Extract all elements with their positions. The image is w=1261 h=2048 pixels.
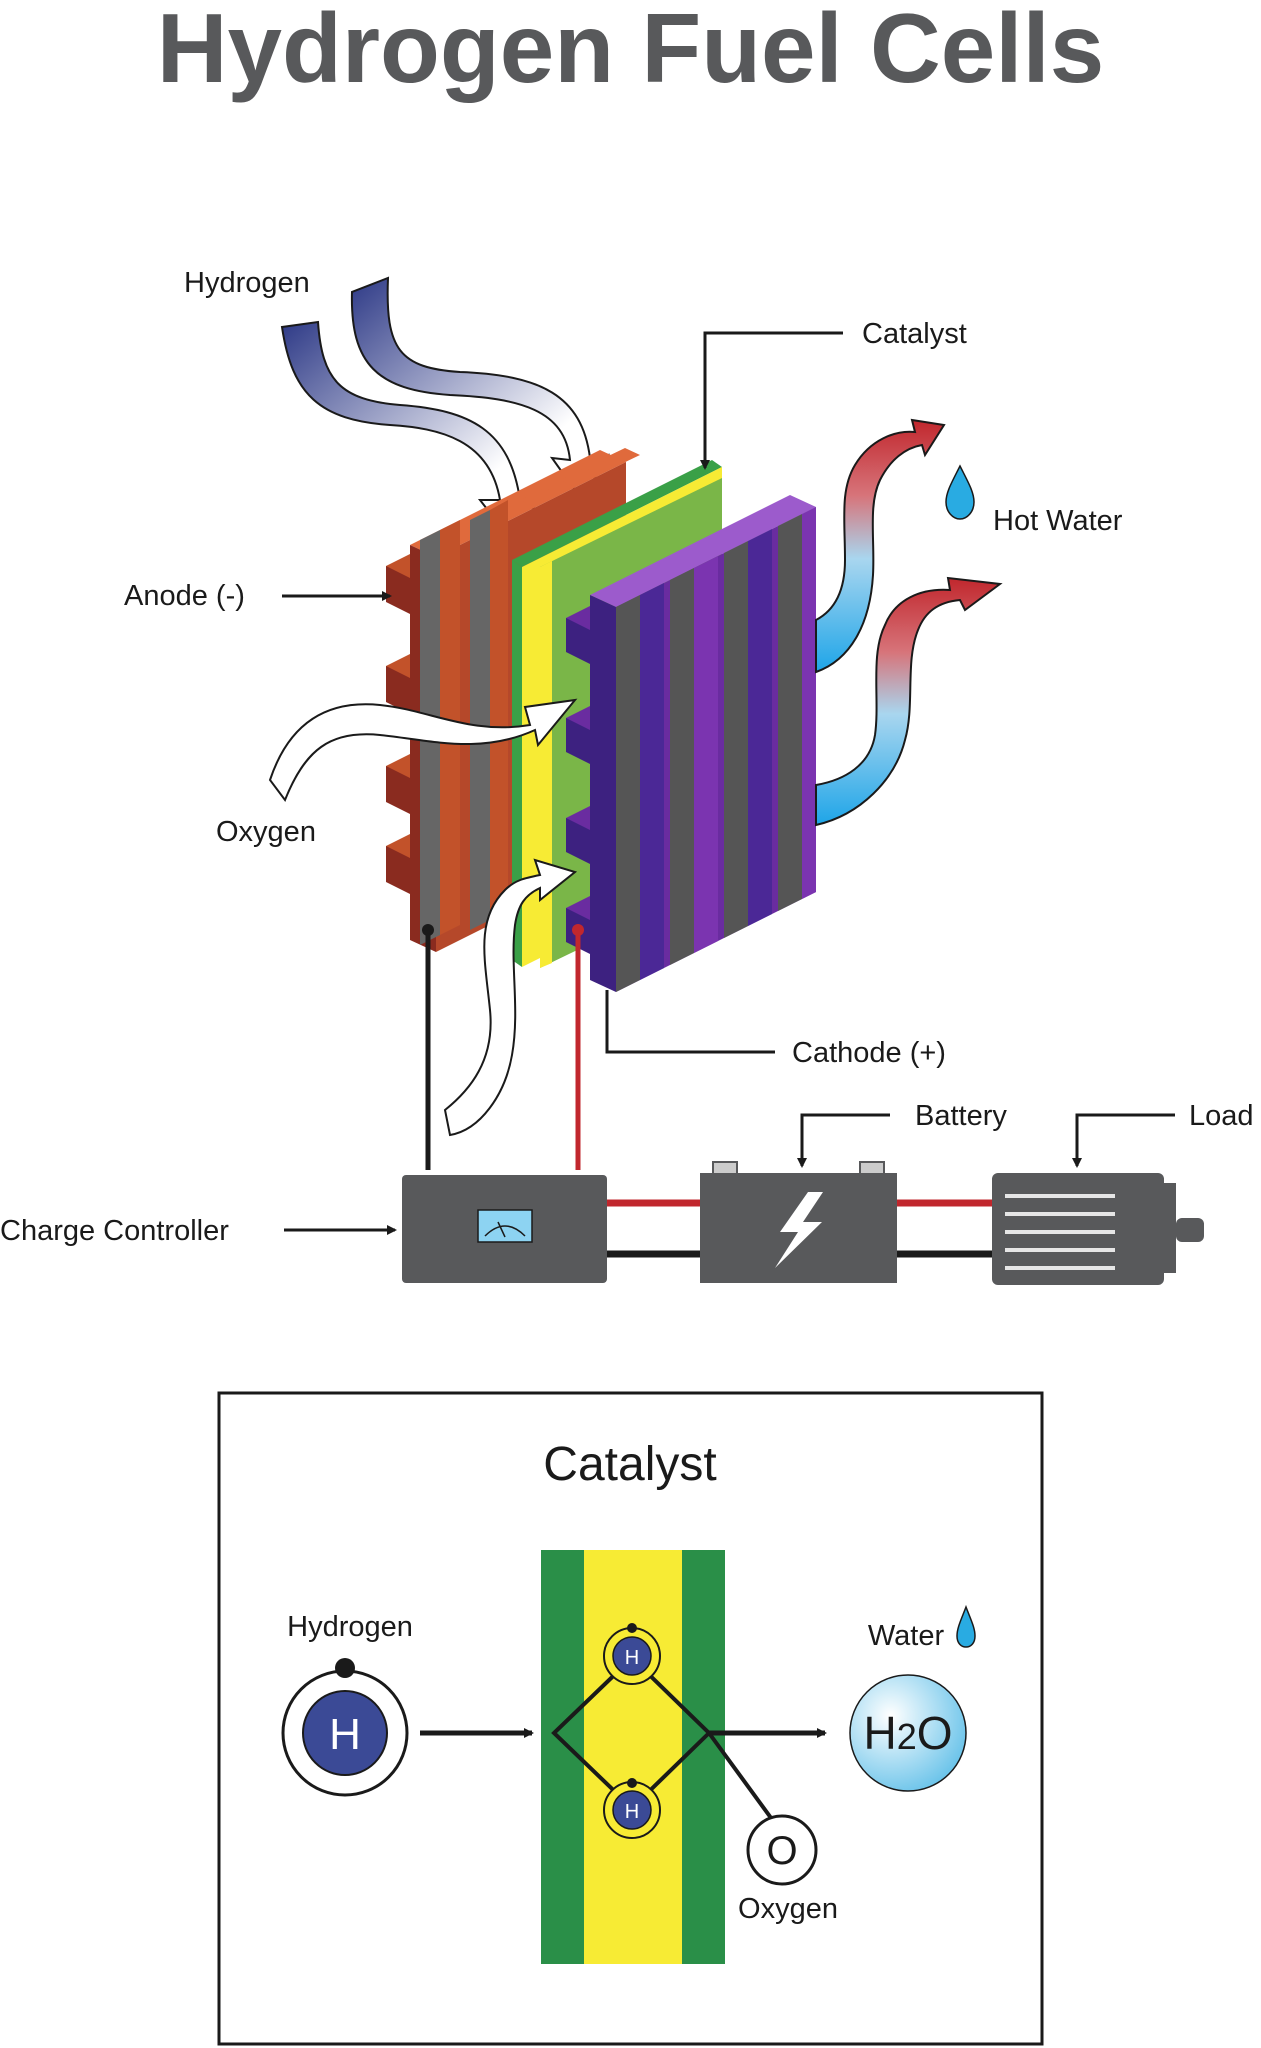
load-label: Load [1189,1100,1254,1132]
box-hydrogen-label: Hydrogen [287,1611,413,1643]
cathode-label: Cathode (+) [792,1037,946,1069]
catalyst-detail-box: Catalyst H Hydrogen H H H2O Water [217,1391,1044,2046]
cathode-plate [566,495,816,992]
oxygen-flow-arrows [268,698,578,1137]
page-title: Hydrogen Fuel Cells [156,0,1105,103]
circuit-wires [422,924,992,1258]
hot-water-arrow-1 [815,418,946,674]
hot-water-arrows [815,418,1003,827]
leader-lines [282,331,1175,1235]
anode-label: Anode (-) [124,580,245,612]
box-oxygen-label: Oxygen [738,1893,838,1925]
charge-controller [402,1175,607,1283]
battery [700,1161,897,1283]
vent-lines [1005,1194,1115,1270]
water-drop-icon [945,464,975,520]
water-formula: H2O [863,1707,952,1759]
hydrogen-atom-symbol: H [329,1710,361,1759]
hot-water-arrow-2 [815,576,1003,827]
battery-label: Battery [915,1100,1007,1132]
box-water-label: Water [868,1620,945,1652]
oxygen-atom-symbol: O [766,1829,797,1873]
water-drop-icon-small [956,1604,976,1648]
hydrogen-label: Hydrogen [184,267,310,299]
charge-controller-label: Charge Controller [0,1215,229,1247]
hot-water-label: Hot Water [993,505,1123,537]
load-motor [992,1173,1204,1285]
lightning-bolt-icon [775,1192,823,1268]
oxygen-arrow-1 [268,698,578,803]
membrane-atom-2: H [625,1801,639,1823]
oxygen-label: Oxygen [216,816,316,848]
catalyst-label: Catalyst [862,318,967,350]
oxygen-arrow-2 [443,858,578,1137]
catalyst-box-title: Catalyst [543,1438,716,1491]
membrane-atom-1: H [625,1647,639,1669]
